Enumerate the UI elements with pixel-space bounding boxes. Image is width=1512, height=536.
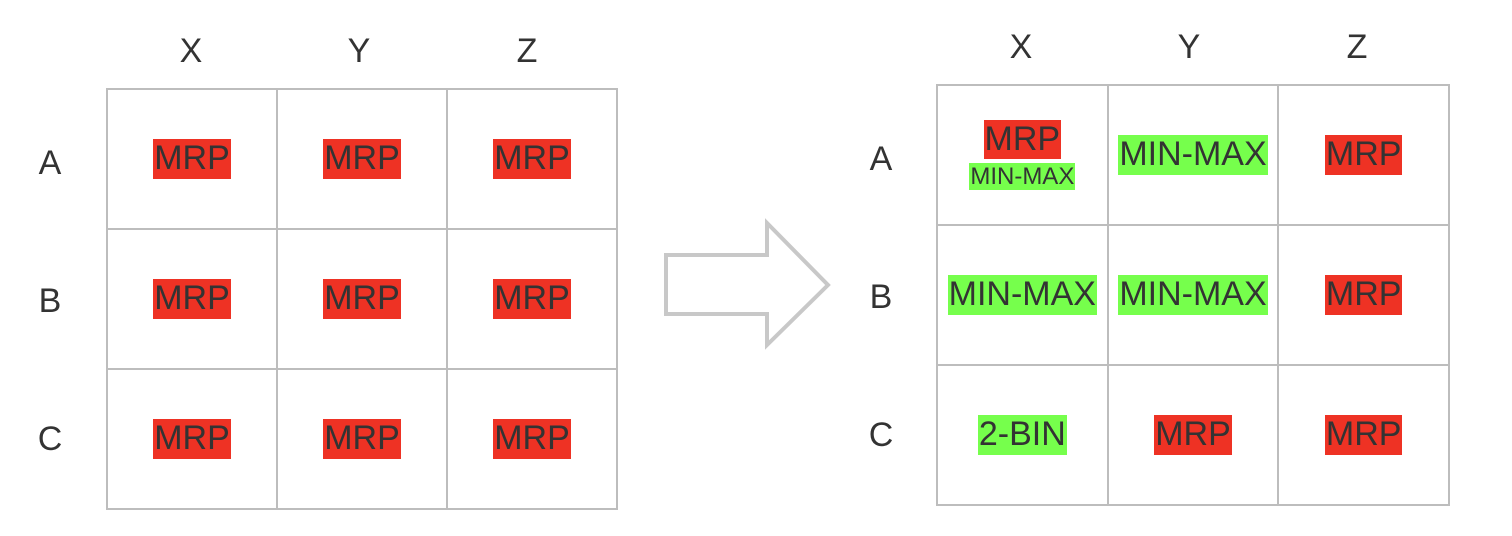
left-cell-ax: MRP [108, 90, 278, 230]
left-cell-cy: MRP [278, 370, 448, 510]
min-max-tag: MIN-MAX [1118, 275, 1268, 315]
right-cell-bx: MIN-MAX [938, 226, 1109, 366]
left-matrix: MRP MRP MRP MRP MRP MRP MRP MRP MRP [106, 88, 618, 510]
left-col-label-y: Y [347, 32, 371, 70]
right-matrix: MRP MIN-MAX MIN-MAX MRP MIN-MAX MIN-MAX MRP 2-B… [936, 84, 1450, 506]
right-cell-ax: MRP MIN-MAX [938, 86, 1109, 226]
mrp-tag: MRP [153, 139, 231, 179]
mrp-tag: MRP [323, 139, 401, 179]
left-cell-bx: MRP [108, 230, 278, 370]
right-cell-cz: MRP [1279, 366, 1450, 506]
left-cell-cz: MRP [448, 370, 618, 510]
min-max-tag: MIN-MAX [947, 275, 1097, 315]
2-bin-tag: 2-BIN [977, 415, 1067, 455]
mrp-tag: MRP [493, 279, 571, 319]
left-cell-bz: MRP [448, 230, 618, 370]
right-cell-az: MRP [1279, 86, 1450, 226]
right-row-label-a: A [869, 140, 893, 178]
min-max-tag: MIN-MAX [1118, 135, 1268, 175]
mrp-tag: MRP [493, 419, 571, 459]
right-row-label-c: C [868, 416, 894, 454]
mrp-tag: MRP [153, 279, 231, 319]
right-col-label-z: Z [1346, 28, 1368, 66]
left-col-label-z: Z [516, 32, 538, 70]
min-max-tag: MIN-MAX [969, 162, 1076, 191]
right-cell-ay: MIN-MAX [1108, 86, 1280, 226]
left-cell-cx: MRP [108, 370, 278, 510]
left-col-label-x: X [179, 32, 203, 70]
right-col-label-x: X [1009, 28, 1033, 66]
left-cell-az: MRP [448, 90, 618, 230]
right-row-label-b: B [869, 278, 893, 316]
mrp-tag: MRP [323, 419, 401, 459]
right-cell-cx: 2-BIN [938, 366, 1109, 506]
mrp-tag: MRP [323, 279, 401, 319]
right-col-label-y: Y [1177, 28, 1201, 66]
right-cell-by: MIN-MAX [1108, 226, 1280, 366]
left-cell-ay: MRP [278, 90, 448, 230]
left-row-label-c: C [37, 420, 63, 458]
right-arrow-icon [664, 218, 831, 350]
left-row-label-a: A [38, 144, 62, 182]
mrp-tag: MRP [493, 139, 571, 179]
right-cell-bz: MRP [1279, 226, 1450, 366]
mrp-tag: MRP [1324, 135, 1403, 175]
mrp-tag: MRP [983, 119, 1062, 159]
left-cell-by: MRP [278, 230, 448, 370]
right-cell-cy: MRP [1108, 366, 1280, 506]
mrp-tag: MRP [153, 419, 231, 459]
mrp-tag: MRP [1324, 275, 1403, 315]
mrp-tag: MRP [1324, 415, 1403, 455]
mrp-tag: MRP [1154, 415, 1232, 455]
left-row-label-b: B [38, 282, 62, 320]
